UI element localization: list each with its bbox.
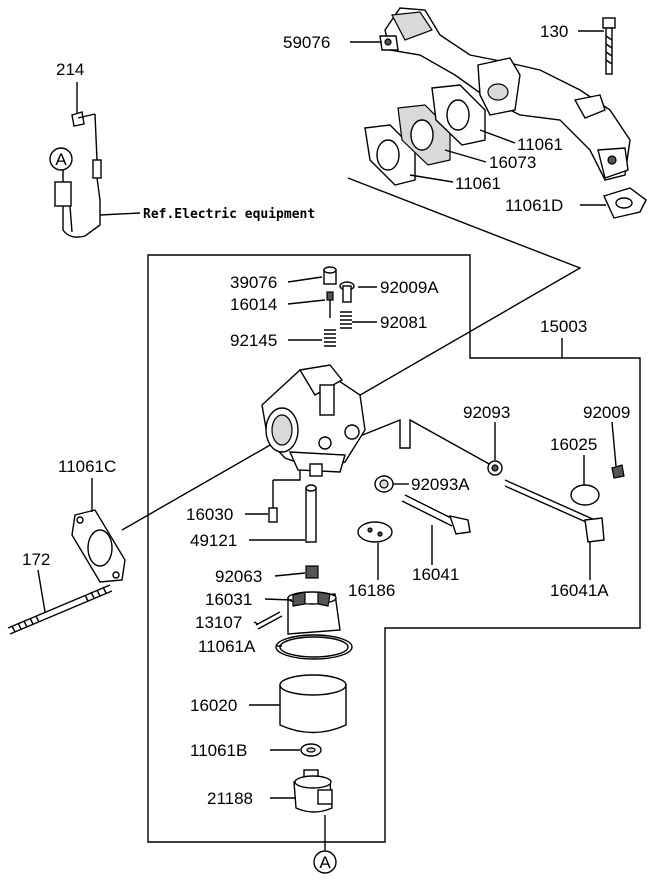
screw-92009 [611,464,625,479]
screw-92009A [339,281,355,303]
cap-39076 [323,266,337,285]
label-172: 172 [22,550,50,569]
label-214: 214 [56,60,84,79]
label-92009A: 92009A [380,278,439,297]
label-16014: 16014 [230,295,277,314]
shaft-leader [349,418,501,471]
pin-13107 [255,611,283,630]
shaft-16041A [504,479,605,543]
label-16041: 16041 [412,565,459,584]
oring-11061A [275,634,353,660]
spring-92081 [340,311,352,329]
label-16025: 16025 [550,435,597,454]
spring-92145 [324,329,336,347]
label-16073: 16073 [489,153,536,172]
label-11061A: 11061A [198,637,256,656]
label-16041A: 16041A [550,581,609,600]
label-11061-bottom: 11061 [455,174,501,193]
group-outline [147,254,641,843]
connector-a-bottom-label: A [319,853,331,872]
gaskets-11061-16073 [364,84,486,186]
label-16031: 16031 [205,590,252,609]
label-16030: 16030 [186,505,233,524]
jet-92063 [305,565,319,579]
label-11061D: 11061D [505,196,563,215]
label-92093A: 92093A [411,475,470,494]
ref-electric-equipment: Ref.Electric equipment [143,207,315,222]
intake-manifold-59076 [379,7,631,181]
label-92145: 92145 [230,331,277,350]
bolt-130 [602,17,616,75]
label-13107: 13107 [195,613,242,632]
plate-16025 [570,484,600,506]
label-11061B: 11061B [190,741,247,760]
solenoid-21188 [293,769,333,850]
label-130: 130 [540,22,568,41]
gasket-11061D [603,187,647,219]
label-92063: 92063 [215,567,262,586]
label-16020: 16020 [190,696,237,715]
tube-49121 [305,484,317,543]
label-49121: 49121 [190,531,237,550]
needle-16030 [268,470,301,523]
label-11061C: 11061C [58,457,116,476]
needle-16014 [326,291,334,318]
label-11061-top: 11061 [517,135,563,154]
connector-a-top-label: A [55,150,67,169]
label-16186: 16186 [348,581,395,600]
wire-harness [54,111,141,238]
label-39076: 39076 [230,273,277,292]
label-15003: 15003 [540,317,587,336]
connector-a-bottom: A [313,850,337,874]
plate-16186 [357,521,393,543]
label-92081: 92081 [380,313,427,332]
washer-11061B [300,743,322,757]
leader-lines [37,30,617,799]
part-labels: 59076 130 214 11061 16073 11061 11061D R… [22,22,630,808]
washer-92093 [487,460,503,476]
gasket-11061C [71,509,126,583]
float-16031 [287,591,341,635]
label-59076: 59076 [283,33,330,52]
stud-172 [7,584,113,635]
shaft-16041 [401,494,471,535]
bowl-16020 [279,674,347,734]
connector-a-top: A [49,147,73,171]
manifold-leader [347,177,582,399]
collar-92093A [374,475,394,493]
carburetor-body-15003 [261,364,366,477]
label-92093: 92093 [463,403,510,422]
label-21188: 21188 [207,789,253,808]
label-92009: 92009 [583,403,630,422]
